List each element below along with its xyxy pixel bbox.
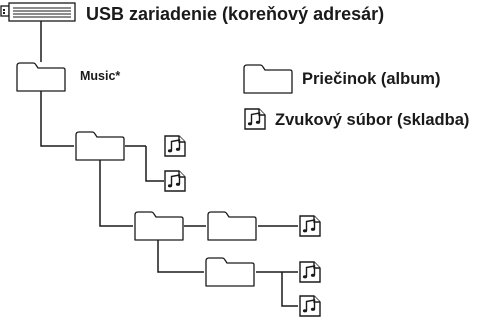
audio-file-icon bbox=[299, 261, 321, 283]
music-folder-label: Music* bbox=[80, 69, 120, 83]
legend-file-label: Zvukový súbor (skladba) bbox=[275, 111, 469, 129]
folder-icon bbox=[75, 131, 125, 161]
audio-file-icon bbox=[299, 215, 321, 237]
usb-drive-icon bbox=[0, 2, 76, 22]
folder-icon bbox=[205, 257, 255, 287]
legend: Priečinok (album) Zvukový súbor (skladba… bbox=[243, 64, 469, 130]
legend-audio-file-icon bbox=[244, 108, 266, 130]
tree-connectors bbox=[40, 21, 298, 307]
folder-icon bbox=[134, 211, 184, 241]
folder-icon bbox=[207, 211, 257, 241]
music-folder-icon bbox=[16, 62, 66, 92]
root-label: USB zariadenie (koreňový adresár) bbox=[86, 4, 384, 24]
legend-folder-icon bbox=[243, 64, 293, 94]
audio-file-icon bbox=[299, 295, 321, 317]
audio-file-icon bbox=[164, 135, 186, 157]
legend-folder-label: Priečinok (album) bbox=[302, 70, 440, 88]
audio-file-icon bbox=[164, 170, 186, 192]
